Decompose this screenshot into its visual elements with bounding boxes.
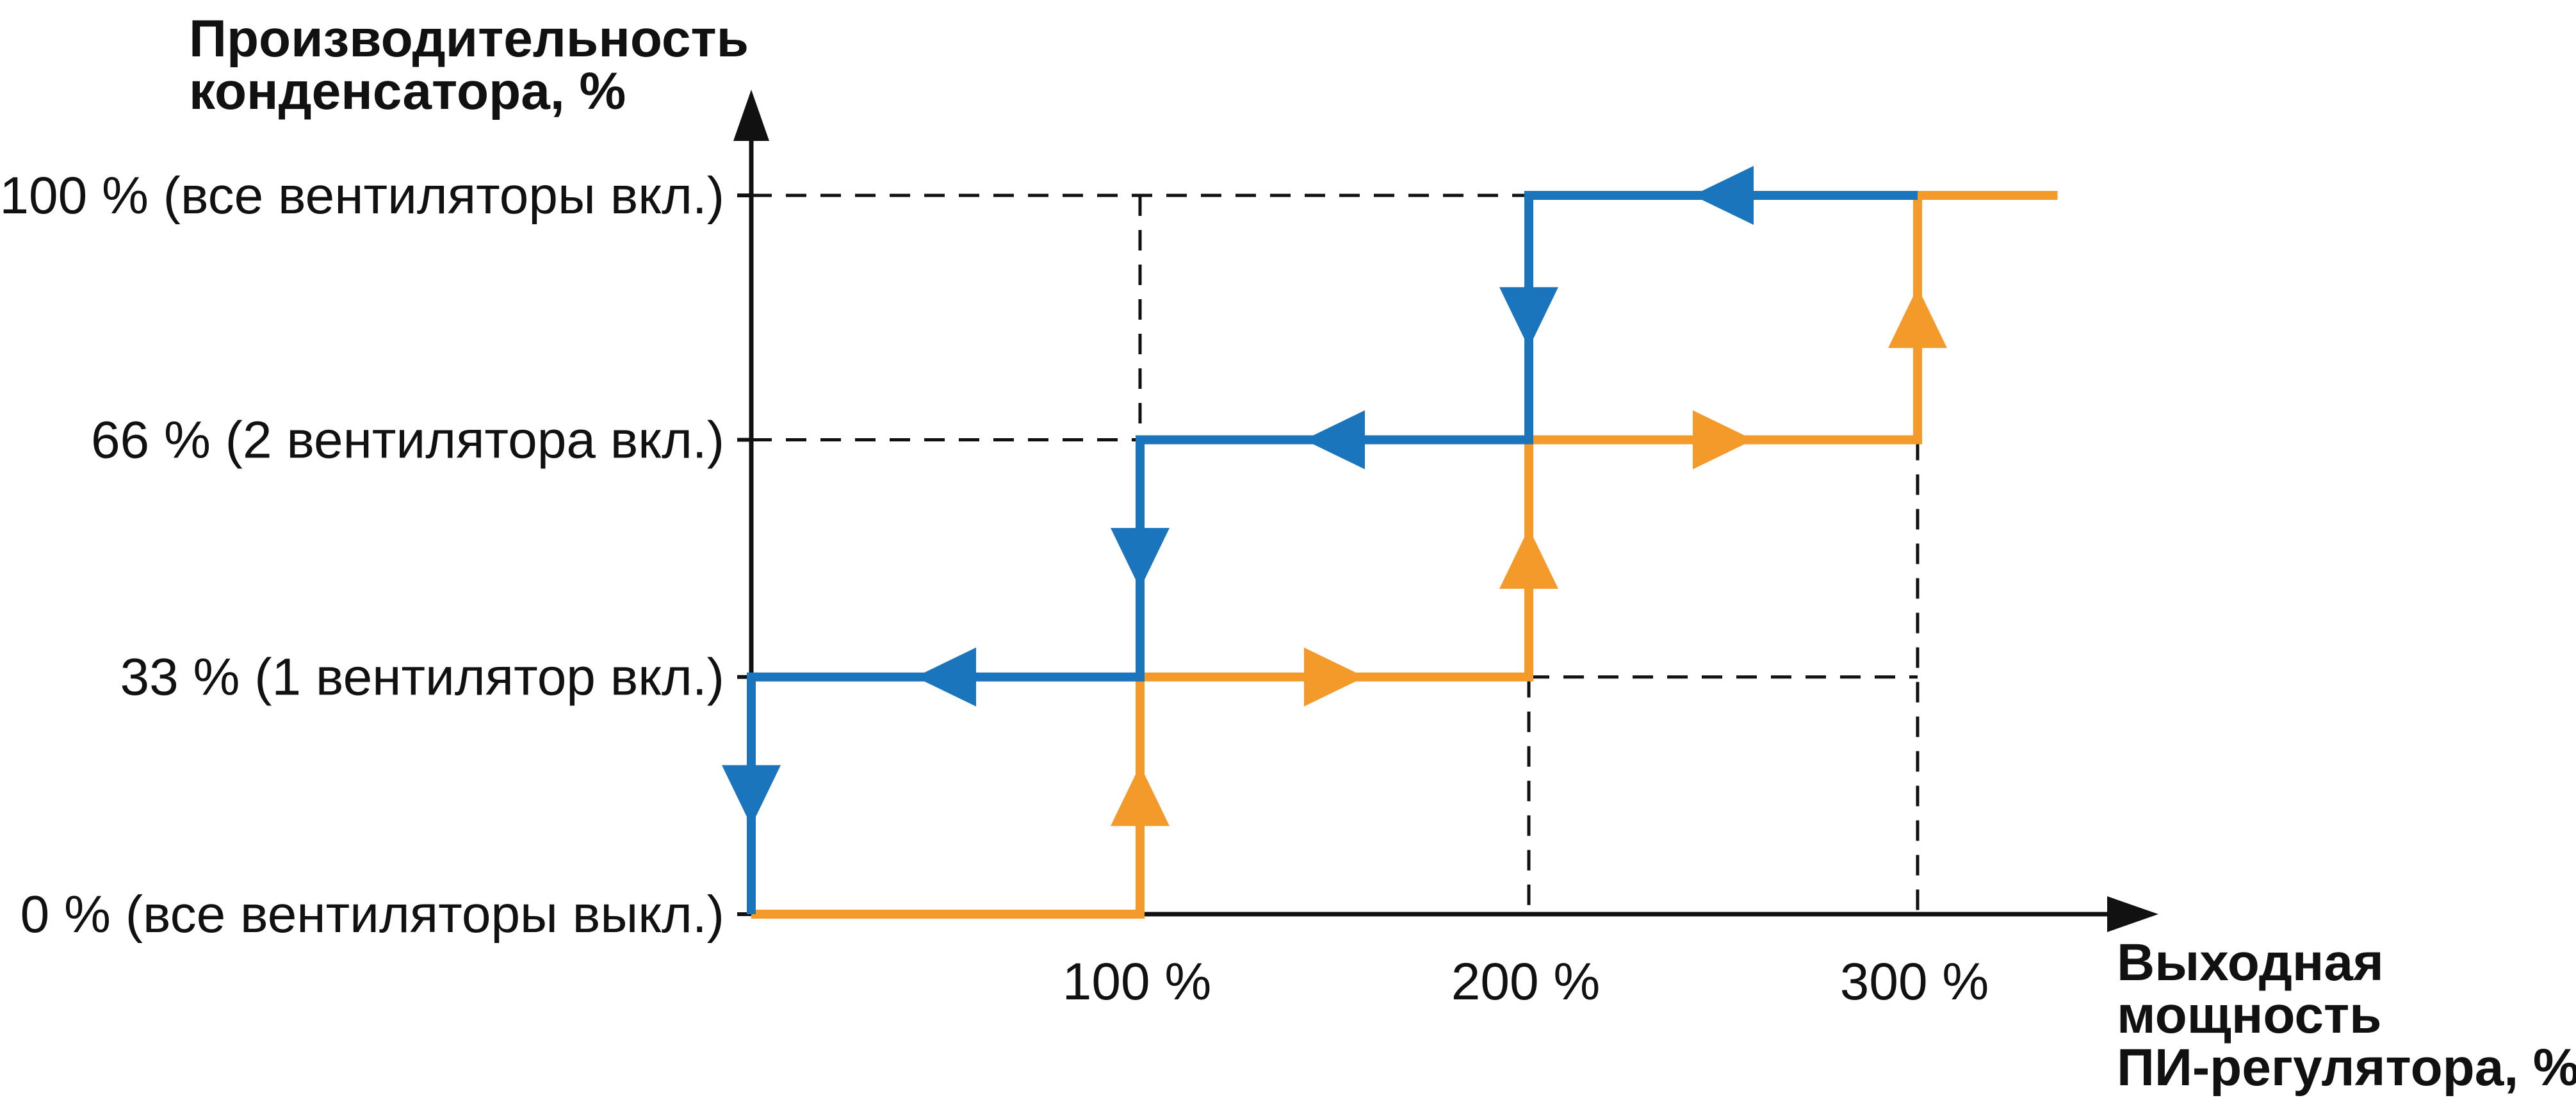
x-axis-title-line-1: Выходная xyxy=(2117,933,2384,992)
y-tick-label-4: 100 % (все вентиляторы вкл.) xyxy=(0,167,724,225)
x-tick-label-3: 300 % xyxy=(1840,953,1989,1011)
series-increasing-line xyxy=(751,191,2058,919)
x-tick-label-1: 100 % xyxy=(1063,953,1212,1011)
arrow-decreasing-6 xyxy=(722,765,781,826)
axes xyxy=(733,90,2158,932)
arrow-decreasing-5 xyxy=(915,647,976,707)
y-tick-label-3: 66 % (2 вентилятора вкл.) xyxy=(91,411,724,469)
arrow-increasing-1 xyxy=(1111,765,1170,826)
guide-lines xyxy=(751,193,1920,914)
arrow-decreasing-4 xyxy=(1111,528,1170,589)
x-axis-title-line-3: ПИ-регулятора, % xyxy=(2117,1038,2576,1097)
series-decreasing-line xyxy=(747,191,1918,914)
arrow-increasing-5 xyxy=(1888,287,1947,348)
y-axis-title-line-2: конденсатора, % xyxy=(189,62,626,120)
arrow-increasing-2 xyxy=(1304,647,1365,707)
x-axis-arrowhead xyxy=(2107,896,2158,932)
direction-arrows xyxy=(722,166,1947,826)
x-axis-title-line-2: мощность xyxy=(2117,986,2382,1044)
y-axis-title-line-1: Производительность xyxy=(189,10,749,68)
arrow-increasing-4 xyxy=(1693,410,1754,470)
arrow-decreasing-1 xyxy=(1693,166,1754,225)
labels: 0 % (все вентиляторы выкл.) 33 % (1 венти… xyxy=(0,10,2576,1097)
arrow-increasing-3 xyxy=(1499,528,1558,589)
arrow-decreasing-2 xyxy=(1499,287,1558,348)
y-axis-arrowhead xyxy=(733,90,769,141)
arrow-decreasing-3 xyxy=(1304,410,1365,470)
y-tick-label-1: 0 % (все вентиляторы выкл.) xyxy=(20,885,724,944)
x-tick-label-2: 200 % xyxy=(1451,953,1601,1011)
y-tick-label-2: 33 % (1 вентилятор вкл.) xyxy=(120,648,724,707)
series xyxy=(747,191,2058,919)
